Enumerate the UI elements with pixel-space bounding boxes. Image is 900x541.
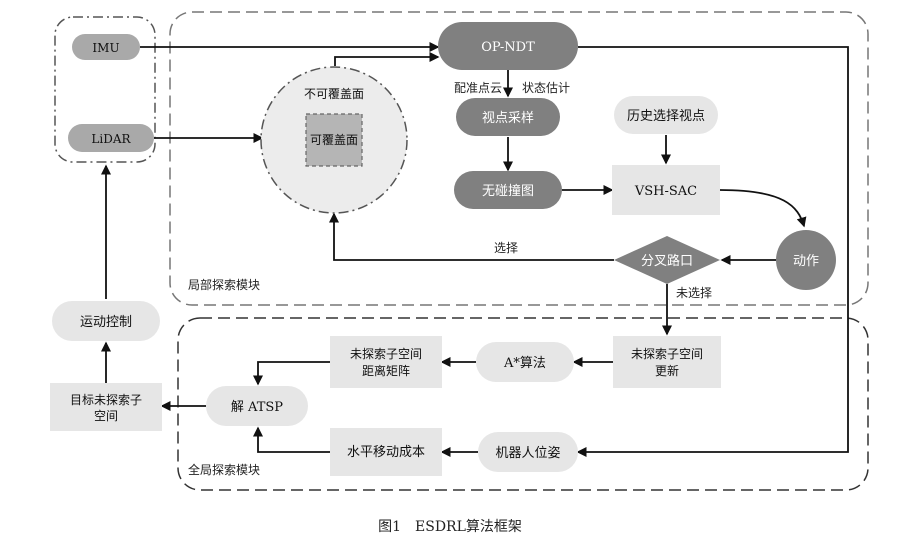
node-imu[interactable]: [72, 34, 140, 60]
node-uncoverable-label: 不可覆盖面: [304, 87, 364, 101]
node-op-ndt-label: OP-NDT: [481, 40, 535, 55]
node-distance-matrix-line2: 距离矩阵: [362, 363, 410, 378]
node-subspace-update[interactable]: [613, 336, 721, 388]
node-coverable[interactable]: [305, 113, 363, 167]
local-module-label: 局部探索模块: [188, 277, 260, 292]
node-target-subspace[interactable]: [50, 383, 162, 431]
global-module-label: 全局探索模块: [188, 462, 260, 477]
label-registration: 配准点云: [454, 81, 502, 95]
node-solve-atsp-label: 解 ATSP: [231, 400, 283, 415]
node-lidar[interactable]: [68, 124, 154, 152]
node-fork-diamond[interactable]: [614, 236, 720, 284]
node-action-label: 动作: [793, 254, 819, 269]
node-robot-pose-label: 机器人位姿: [495, 445, 560, 461]
node-target-subspace-line2: 空间: [94, 409, 118, 423]
edge-opndt-to-robot-pose: [576, 46, 849, 457]
node-action[interactable]: [776, 230, 836, 290]
label-state-estimation: 状态估计: [522, 81, 570, 95]
node-lidar-label: LiDAR: [91, 132, 131, 146]
edge-circle-to-opndt: [334, 52, 440, 66]
node-distance-matrix-line1: 未探索子空间: [350, 347, 422, 361]
node-fork-label: 分叉路口: [641, 253, 693, 269]
node-viewpoint-sampling[interactable]: [456, 98, 560, 136]
node-collision-free[interactable]: [454, 171, 562, 209]
label-not-select: 未选择: [676, 286, 712, 300]
node-op-ndt[interactable]: [438, 22, 578, 70]
node-solve-atsp[interactable]: [206, 386, 308, 426]
edge-movecost-to-atsp: [253, 426, 330, 453]
node-distance-matrix[interactable]: [330, 336, 442, 388]
figure-caption: 图1 ESDRL算法框架: [378, 519, 522, 535]
node-viewpoint-sampling-label: 视点采样: [482, 111, 534, 126]
node-imu-label: IMU: [92, 41, 119, 55]
edge-distmatrix-to-atsp: [253, 361, 330, 386]
global-module-frame: [177, 317, 869, 491]
sensor-group-frame: [54, 16, 156, 163]
local-module-frame: [169, 11, 869, 306]
node-history-viewpoints-label: 历史选择视点: [627, 109, 705, 124]
node-subspace-update-line2: 更新: [655, 363, 679, 378]
node-move-cost[interactable]: [330, 428, 442, 476]
node-motion-control-label: 运动控制: [80, 315, 132, 330]
node-coverable-label: 可覆盖面: [310, 133, 358, 147]
edge-vshsac-to-action: [719, 189, 807, 228]
node-vsh-sac-label: VSH-SAC: [634, 184, 697, 199]
label-select: 选择: [494, 241, 518, 255]
node-history-viewpoints[interactable]: [614, 96, 718, 134]
node-vsh-sac[interactable]: [612, 165, 720, 215]
node-move-cost-label: 水平移动成本: [347, 445, 425, 460]
node-motion-control[interactable]: [52, 301, 160, 341]
edge-fork-to-circle-select: [329, 212, 614, 261]
node-astar-label: A*算法: [503, 356, 546, 371]
node-collision-free-label: 无碰撞图: [482, 184, 534, 199]
node-subspace-update-line1: 未探索子空间: [631, 347, 703, 361]
node-robot-pose[interactable]: [478, 432, 578, 472]
node-astar[interactable]: [476, 342, 574, 382]
node-target-subspace-line1: 目标未探索子: [70, 393, 142, 407]
